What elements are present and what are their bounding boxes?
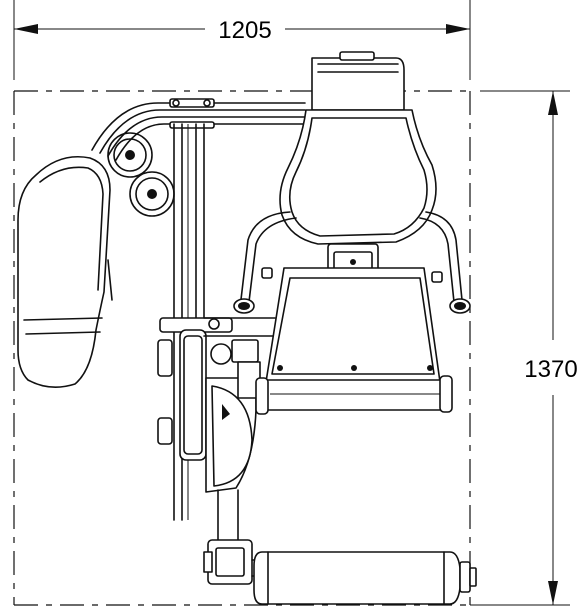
seat-arm <box>203 317 276 337</box>
pulley-upper <box>107 132 153 178</box>
leg-roller-pad <box>253 551 477 605</box>
width-dimension-label: 1205 <box>218 17 271 44</box>
seat-cushion <box>255 267 453 415</box>
upper-frame-tube <box>91 98 306 161</box>
height-dimension: 1370 <box>470 90 578 606</box>
back-pad <box>17 156 113 388</box>
width-arrow-left <box>14 24 38 34</box>
width-dimension: 1205 <box>13 0 471 80</box>
height-arrow-top <box>548 91 558 115</box>
height-dimension-label: 1370 <box>524 356 577 383</box>
seat-backrest <box>279 51 437 245</box>
height-arrow-bottom <box>548 581 558 605</box>
seat-support-frame <box>233 211 471 314</box>
pulley-lower <box>129 171 175 217</box>
width-arrow-right <box>446 24 470 34</box>
